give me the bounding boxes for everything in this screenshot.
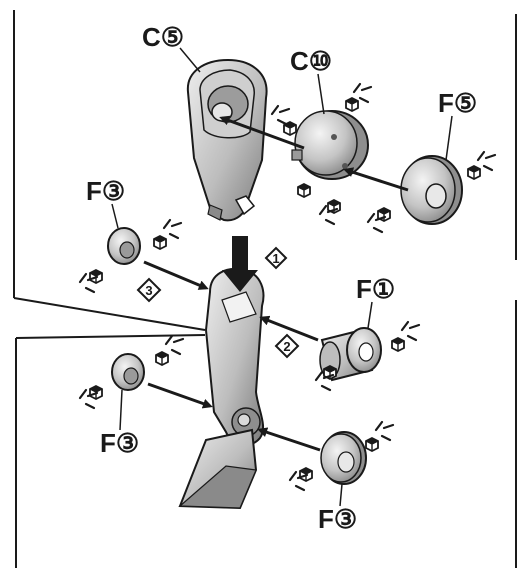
label-f3-bottom: F③ [318, 504, 357, 534]
sparkle-icon [478, 152, 495, 170]
step-number-2: 2 [283, 339, 290, 354]
arrow-f3-washer-to-joint [260, 430, 320, 450]
arrow-f5-to-c10 [346, 170, 408, 190]
label-f1: F① [356, 274, 395, 304]
leader-f3-bottom [340, 484, 342, 506]
sparkle-icon [164, 220, 181, 238]
leader-c5 [180, 48, 200, 72]
part-c5-upper-arm [188, 60, 267, 220]
sparkle-icon [402, 322, 419, 340]
sparkle-icon [376, 422, 393, 440]
leader-f3-top [112, 204, 118, 228]
cube-icon [366, 438, 378, 451]
cube-icon [392, 338, 404, 351]
step-number-1: 1 [272, 251, 279, 266]
part-lower-arm [180, 269, 263, 508]
leader-f3-left [120, 390, 122, 430]
part-f3-peg-top [108, 228, 140, 264]
cube-icon [468, 166, 480, 179]
part-f5-washer [401, 156, 462, 224]
label-f3-left: F③ [100, 428, 139, 458]
label-f5: F⑤ [438, 88, 477, 118]
leader-f1 [368, 302, 372, 328]
cube-icon [346, 98, 358, 111]
cube-icon [154, 236, 166, 249]
frame-diagonal-upper [14, 298, 205, 330]
cube-icon [298, 184, 310, 197]
part-f3-washer-bottom [321, 432, 366, 484]
part-c10-disk [292, 111, 368, 179]
step-number-3: 3 [145, 283, 152, 298]
arrow-f3-to-lower-arm-bottom [148, 384, 210, 406]
label-c5: C⑤ [142, 22, 184, 52]
leader-f5 [446, 116, 452, 160]
step-badge-2: 2 [276, 335, 298, 357]
leader-c10 [318, 74, 324, 114]
frame-horizontal-lower [16, 335, 205, 338]
step-badge-1: 1 [266, 248, 286, 268]
step-badge-3: 3 [138, 279, 160, 301]
sparkle-icon [368, 214, 385, 232]
sparkle-icon [166, 336, 183, 354]
sparkle-icon [272, 106, 289, 124]
label-f3-top: F③ [86, 176, 125, 206]
part-f3-peg-left [112, 354, 144, 390]
label-c10: C⑩ [290, 46, 332, 76]
cube-icon [156, 352, 168, 365]
